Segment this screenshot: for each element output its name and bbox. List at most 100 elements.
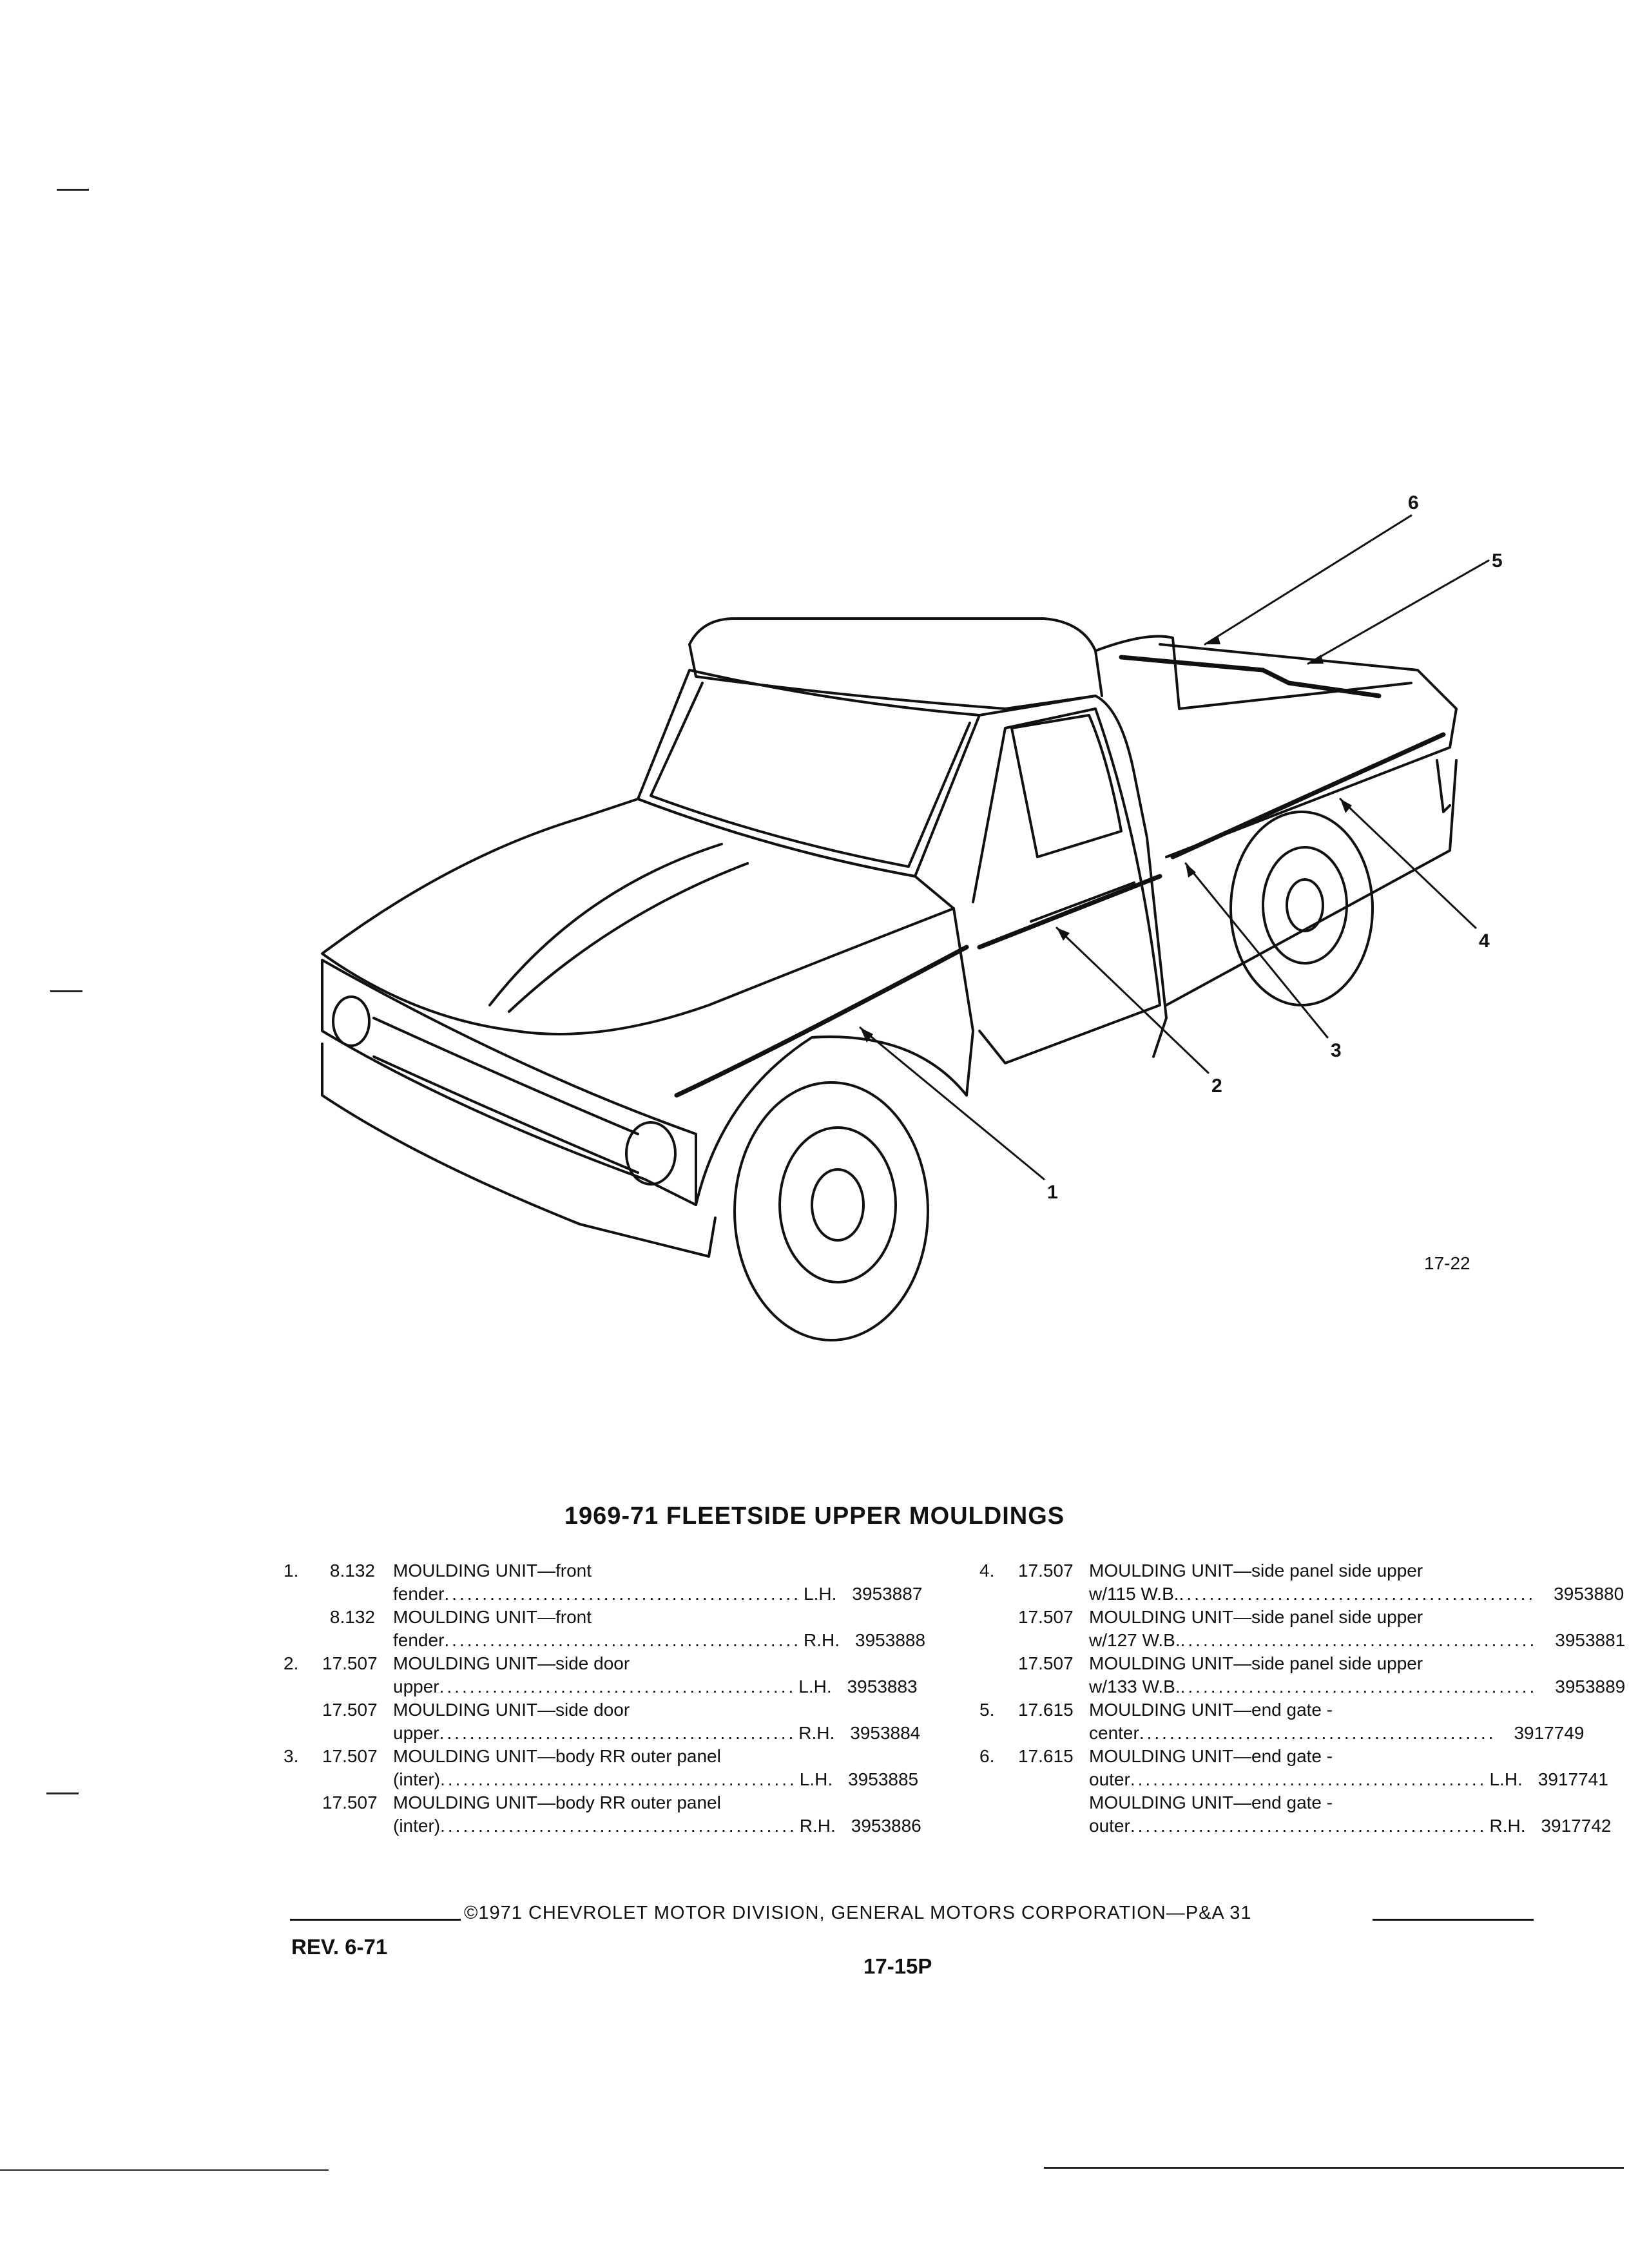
page-number: 17-15P bbox=[863, 1954, 932, 1978]
item-number: 3. bbox=[284, 1746, 299, 1766]
catalog-group: 17.507 bbox=[322, 1746, 378, 1766]
door-window bbox=[1010, 714, 1123, 858]
leader-dots: ........................................… bbox=[444, 1584, 802, 1604]
part-qualifier: w/115 W.B. bbox=[1089, 1584, 1179, 1604]
leader-dots: ........................................… bbox=[440, 1816, 797, 1836]
callout-2: 2 bbox=[1211, 1075, 1222, 1097]
door-outline bbox=[972, 707, 1161, 1064]
hood bbox=[321, 798, 955, 1035]
leader-dots: ........................................… bbox=[444, 1630, 802, 1650]
margin-mark-3 bbox=[46, 1792, 79, 1794]
item-number: 5. bbox=[979, 1700, 995, 1720]
side-code: R.H. bbox=[798, 1723, 835, 1743]
front-fender bbox=[695, 907, 974, 1206]
box-top-rail bbox=[1159, 643, 1458, 858]
callout-1: 1 bbox=[1047, 1182, 1058, 1203]
part-description: MOULDING UNIT—side panel side upper bbox=[1089, 1607, 1423, 1627]
grille-bar-2 bbox=[372, 1055, 639, 1174]
side-code: R.H. bbox=[799, 1816, 836, 1836]
side-code: R.H. bbox=[804, 1630, 840, 1650]
footer-rule-right bbox=[1373, 1919, 1534, 1921]
end-gate-moulding bbox=[1119, 655, 1382, 698]
part-description: MOULDING UNIT—end gate - bbox=[1089, 1700, 1333, 1720]
leader-dots: ........................................… bbox=[1130, 1816, 1487, 1836]
part-number: 3953887 bbox=[852, 1584, 923, 1604]
part-number: 3917741 bbox=[1537, 1769, 1608, 1789]
door-moulding bbox=[977, 874, 1162, 950]
leader-dots: ........................................… bbox=[1180, 1630, 1537, 1650]
side-code: L.H. bbox=[799, 1769, 833, 1789]
item-number bbox=[284, 1698, 322, 1745]
page-title: 1969-71 FLEETSIDE UPPER MOULDINGS bbox=[564, 1503, 1065, 1530]
part-number: 3953883 bbox=[847, 1677, 918, 1696]
part-number: 3917742 bbox=[1541, 1816, 1612, 1836]
catalog-group bbox=[1018, 1791, 1089, 1838]
scan-edge-left bbox=[0, 2169, 329, 2171]
leader-5 bbox=[1307, 559, 1490, 665]
side-code: L.H. bbox=[798, 1677, 832, 1696]
leader-dots: ........................................… bbox=[439, 1677, 796, 1696]
leader-dots: ........................................… bbox=[1180, 1677, 1537, 1696]
part-qualifier: fender bbox=[393, 1630, 445, 1650]
part-number: 3953886 bbox=[851, 1816, 921, 1836]
callout-4: 4 bbox=[1479, 930, 1490, 952]
callout-5: 5 bbox=[1492, 550, 1503, 572]
catalog-group: 17.507 bbox=[1018, 1653, 1074, 1673]
leader-4 bbox=[1339, 798, 1477, 929]
side-code: L.H. bbox=[804, 1584, 837, 1604]
margin-mark-2 bbox=[50, 990, 82, 992]
part-qualifier: (inter) bbox=[393, 1816, 441, 1836]
part-description: MOULDING UNIT—side door bbox=[393, 1653, 630, 1673]
box-inner bbox=[1094, 635, 1412, 710]
part-number: 3917749 bbox=[1514, 1723, 1585, 1743]
part-qualifier: outer bbox=[1089, 1769, 1130, 1789]
catalog-group: 8.132 bbox=[329, 1561, 375, 1581]
part-qualifier: w/133 W.B. bbox=[1089, 1677, 1181, 1696]
leader-2 bbox=[1055, 927, 1210, 1074]
callout-3: 3 bbox=[1331, 1040, 1342, 1061]
hood-ridge-1 bbox=[488, 843, 723, 1006]
part-description: MOULDING UNIT—front bbox=[393, 1561, 592, 1581]
margin-mark-1 bbox=[57, 189, 89, 191]
headlamp-right bbox=[625, 1121, 677, 1186]
part-qualifier: fender bbox=[393, 1584, 445, 1604]
scan-edge-right bbox=[1044, 2167, 1624, 2169]
hood-ridge-2 bbox=[508, 862, 749, 1013]
box-lower bbox=[1165, 759, 1458, 1006]
catalog-group: 17.615 bbox=[1018, 1746, 1074, 1766]
front-wheel bbox=[733, 1081, 929, 1341]
item-number bbox=[284, 1606, 322, 1652]
cab-roof-front bbox=[688, 643, 1097, 710]
item-number bbox=[979, 1652, 1018, 1698]
item-number bbox=[979, 1791, 1018, 1838]
part-qualifier: center bbox=[1089, 1723, 1139, 1743]
catalog-group: 17.507 bbox=[322, 1700, 378, 1720]
copyright-notice: ©1971 CHEVROLET MOTOR DIVISION, GENERAL … bbox=[464, 1903, 1252, 1923]
taillamp bbox=[1436, 759, 1451, 813]
grille-frame bbox=[321, 959, 697, 1206]
callout-6: 6 bbox=[1408, 492, 1419, 514]
catalog-group: 17.507 bbox=[322, 1653, 378, 1673]
leader-dots: ........................................… bbox=[1179, 1584, 1536, 1604]
parts-entry: MOULDING UNIT—end gate -outer...........… bbox=[979, 1791, 1611, 1838]
leader-1 bbox=[859, 1026, 1045, 1180]
grille-bar-1 bbox=[372, 1017, 639, 1135]
headlamp-left bbox=[332, 995, 371, 1047]
part-description: MOULDING UNIT—end gate - bbox=[1089, 1792, 1333, 1812]
part-number: 3953881 bbox=[1555, 1630, 1626, 1650]
part-description: MOULDING UNIT—body RR outer panel bbox=[393, 1792, 721, 1812]
part-description: MOULDING UNIT—front bbox=[393, 1607, 592, 1627]
part-qualifier: w/127 W.B. bbox=[1089, 1630, 1181, 1650]
part-description: MOULDING UNIT—side panel side upper bbox=[1089, 1561, 1423, 1581]
